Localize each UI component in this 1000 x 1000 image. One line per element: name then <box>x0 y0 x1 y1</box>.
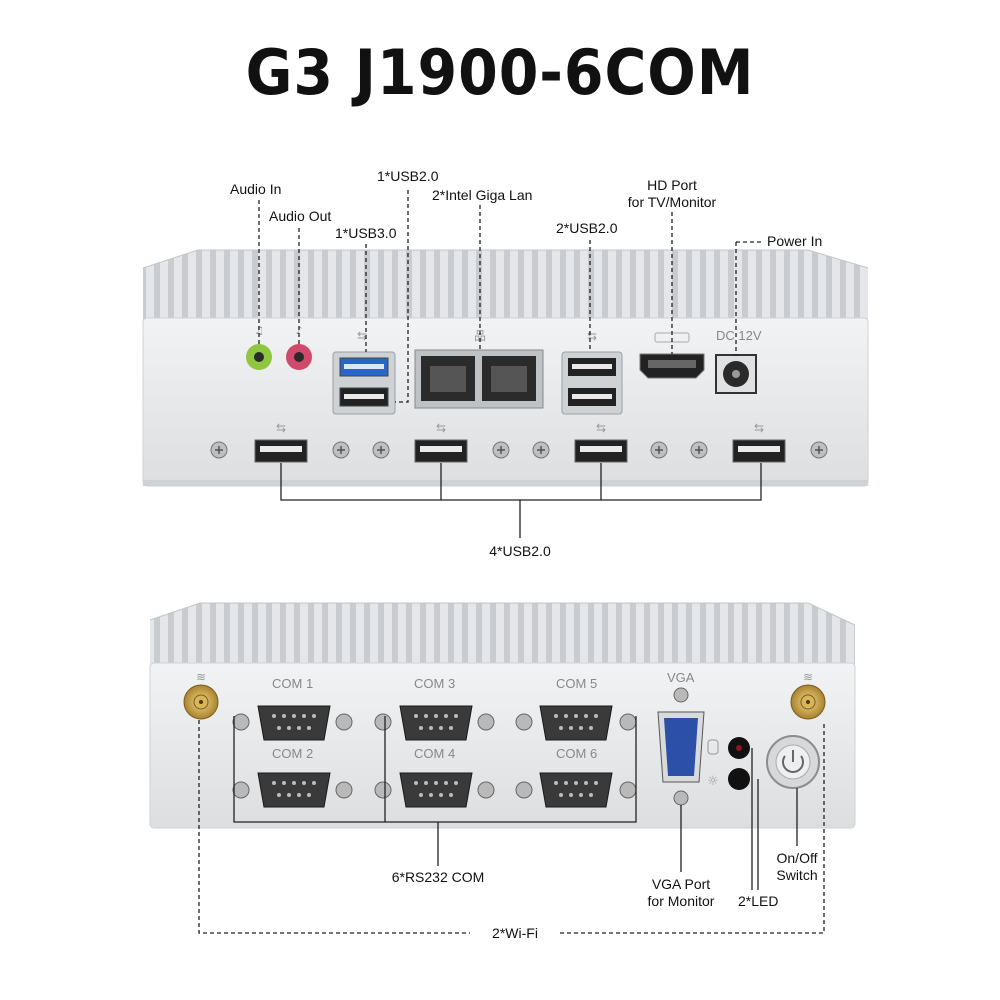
rear-callout-lines <box>233 716 798 890</box>
audio-in-jack: ♫ <box>246 324 272 370</box>
svg-text:品: 品 <box>474 329 486 343</box>
vga-port-label-line2: for Monitor <box>647 893 715 909</box>
switch-label-line2: Switch <box>776 867 818 883</box>
lan-ports <box>414 349 544 409</box>
switch-label-line1: On/Off <box>776 850 818 866</box>
svg-text:⇆: ⇆ <box>436 421 446 435</box>
svg-text:⇆: ⇆ <box>754 421 764 435</box>
svg-text:⇆: ⇆ <box>276 421 286 435</box>
svg-text:♫: ♫ <box>254 324 264 337</box>
vga-port-label-line1: VGA Port <box>651 876 711 892</box>
wifi-callout-lines <box>198 720 825 934</box>
led-label: 2*LED <box>738 893 779 909</box>
com2-silkscreen: COM 2 <box>272 746 314 761</box>
usb3-usb2-stack <box>332 351 396 415</box>
vga-port-label: VGA Port for Monitor <box>636 876 726 910</box>
com1-silkscreen: COM 1 <box>272 676 314 691</box>
front-screws <box>210 441 828 459</box>
svg-text:≋: ≋ <box>803 670 813 684</box>
svg-text:≋: ≋ <box>196 670 206 684</box>
audio-out-jack: ♪ <box>286 324 312 370</box>
svg-text:⇆: ⇆ <box>357 329 367 343</box>
front-usb-row: ⇆ ⇆ ⇆ ⇆ <box>254 421 786 463</box>
power-switch <box>766 735 820 789</box>
com6-silkscreen: COM 6 <box>556 746 598 761</box>
audio-in-label: Audio In <box>230 181 282 197</box>
audio-out-label: Audio Out <box>269 208 332 224</box>
hd-port-label: HD Port for TV/Monitor <box>620 177 724 211</box>
led-indicators: ☼ <box>707 737 750 790</box>
power-in-label: Power In <box>767 233 823 249</box>
hd-port-label-line1: HD Port <box>647 177 697 193</box>
svg-text:☼: ☼ <box>707 774 719 789</box>
rs232-label: 6*RS232 COM <box>391 869 485 885</box>
hdmi-port <box>639 332 705 379</box>
com3-silkscreen: COM 3 <box>414 676 456 691</box>
page-title: G3 J1900-6COM <box>245 36 755 109</box>
usb20-single-label: 1*USB2.0 <box>377 168 439 184</box>
wifi-label: 2*Wi-Fi <box>492 925 538 941</box>
svg-text:⇆: ⇆ <box>587 329 597 343</box>
vga-silkscreen: VGA <box>667 670 695 685</box>
com-ports <box>232 705 637 808</box>
wifi-antenna-left: ≋ <box>183 670 219 720</box>
usb20-front-label: 4*USB2.0 <box>489 543 551 559</box>
com5-silkscreen: COM 5 <box>556 676 598 691</box>
front-callout-lines <box>258 190 762 403</box>
dc-power-jack <box>715 354 757 394</box>
dc-silkscreen: DC 12V <box>716 328 762 343</box>
vga-port <box>657 687 705 806</box>
usb-bracket-lines <box>280 463 762 538</box>
lan-label: 2*Intel Giga Lan <box>432 187 533 203</box>
com4-silkscreen: COM 4 <box>414 746 456 761</box>
wifi-antenna-right: ≋ <box>790 670 826 720</box>
hd-port-label-line2: for TV/Monitor <box>627 194 717 210</box>
usb20-pair-label: 2*USB2.0 <box>556 220 618 236</box>
rear-chassis <box>149 602 856 829</box>
usb2-pair <box>561 351 623 415</box>
usb30-label: 1*USB3.0 <box>335 225 397 241</box>
svg-text:⇆: ⇆ <box>596 421 606 435</box>
switch-label: On/Off Switch <box>762 850 832 884</box>
svg-text:♪: ♪ <box>295 324 302 337</box>
